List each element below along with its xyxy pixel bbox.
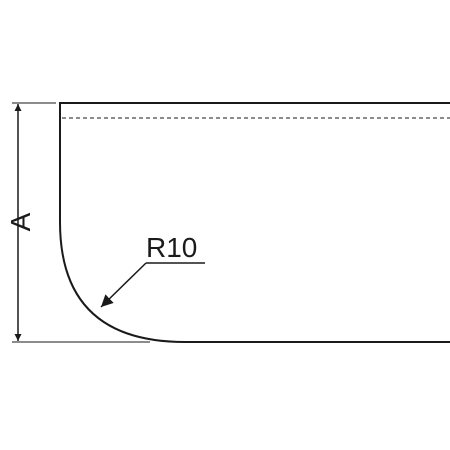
profile-outline [59,102,450,343]
radius-leader-line [100,262,147,308]
dimension-label-a: A [5,212,36,231]
radius-label: R10 [146,232,197,263]
